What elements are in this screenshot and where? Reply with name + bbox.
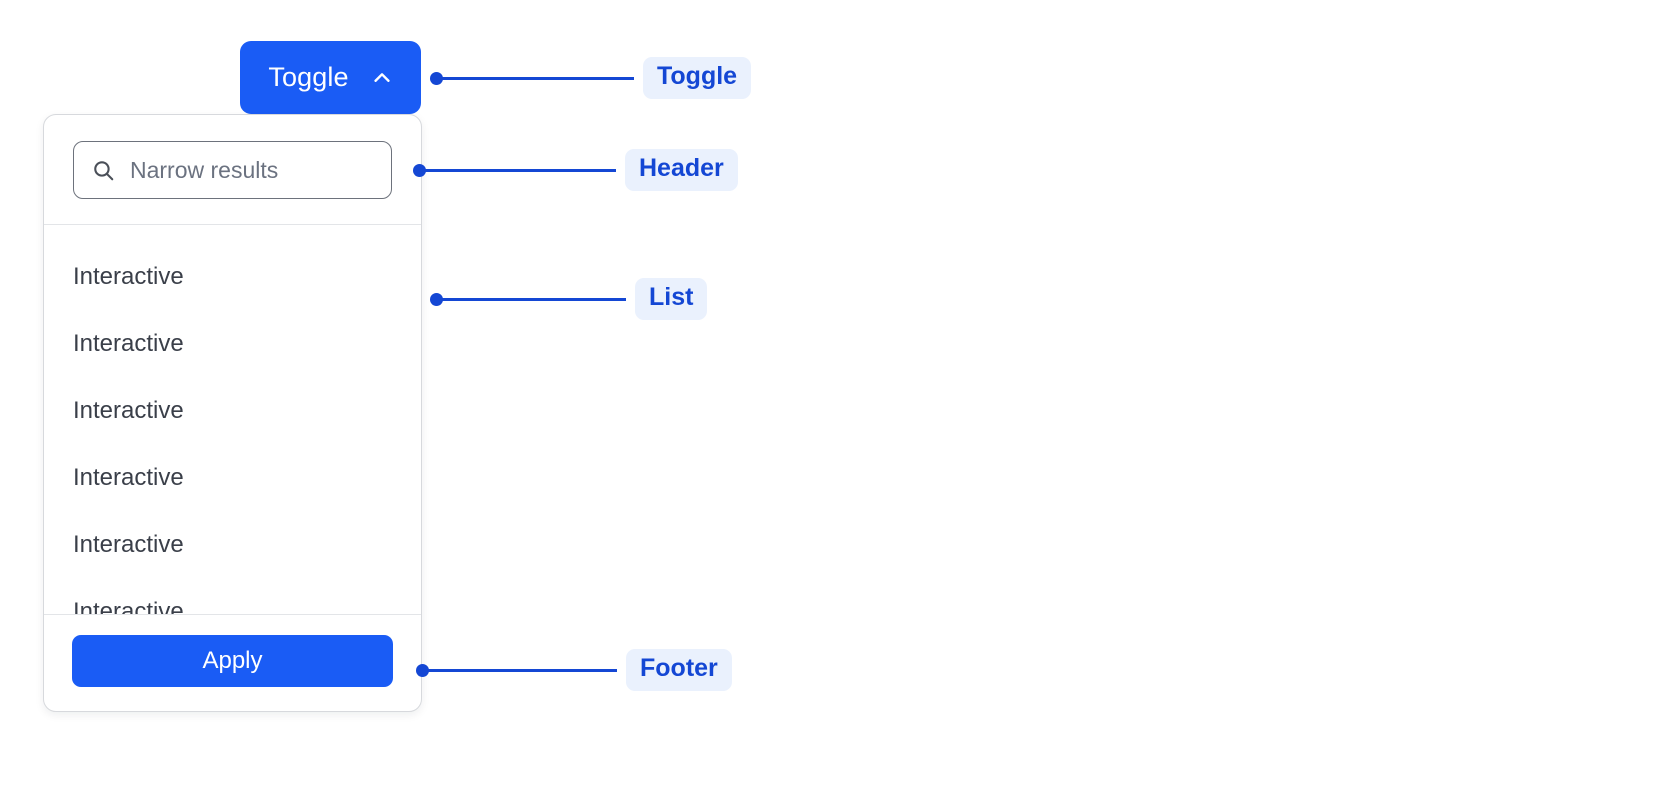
annotation-dot-icon (430, 292, 443, 306)
list-item[interactable]: Interactive (44, 444, 421, 511)
dropdown-panel: Interactive Interactive Interactive Inte… (43, 114, 422, 712)
annotation-dot-icon (430, 71, 443, 85)
annotation-leader-line (425, 168, 616, 172)
toggle-button[interactable]: Toggle (240, 41, 421, 114)
list-item[interactable]: Interactive (44, 243, 421, 310)
annotation-footer: Footer (416, 649, 732, 691)
list-item-label: Interactive (73, 396, 184, 424)
search-box[interactable] (73, 141, 392, 199)
annotation-header: Header (413, 149, 738, 191)
panel-header (44, 115, 421, 225)
annotation-label: Toggle (643, 57, 752, 99)
list-item-label: Interactive (73, 463, 184, 491)
annotation-label: Footer (626, 649, 732, 691)
annotation-label: List (635, 278, 708, 320)
toggle-button-label: Toggle (268, 62, 349, 92)
list-item[interactable]: Interactive (44, 377, 421, 444)
chevron-up-icon (371, 67, 393, 89)
annotation-leader-line (442, 297, 626, 301)
search-icon (91, 158, 116, 183)
list-item[interactable]: Interactive (44, 578, 421, 615)
list-item-label: Interactive (73, 597, 184, 615)
list-item-label: Interactive (73, 262, 184, 290)
annotation-toggle: Toggle (430, 57, 752, 99)
panel-footer: Apply (44, 614, 421, 711)
list-item[interactable]: Interactive (44, 511, 421, 578)
list-item-label: Interactive (73, 530, 184, 558)
search-input[interactable] (130, 156, 374, 184)
panel-list: Interactive Interactive Interactive Inte… (44, 225, 421, 615)
annotation-leader-line (442, 76, 634, 80)
list-item-label: Interactive (73, 329, 184, 357)
annotation-label: Header (625, 149, 738, 191)
apply-button[interactable]: Apply (72, 635, 393, 687)
annotation-dot-icon (416, 663, 429, 677)
annotation-dot-icon (413, 163, 426, 177)
annotation-leader-line (428, 668, 617, 672)
list-item[interactable]: Interactive (44, 310, 421, 377)
annotation-list: List (430, 278, 708, 320)
